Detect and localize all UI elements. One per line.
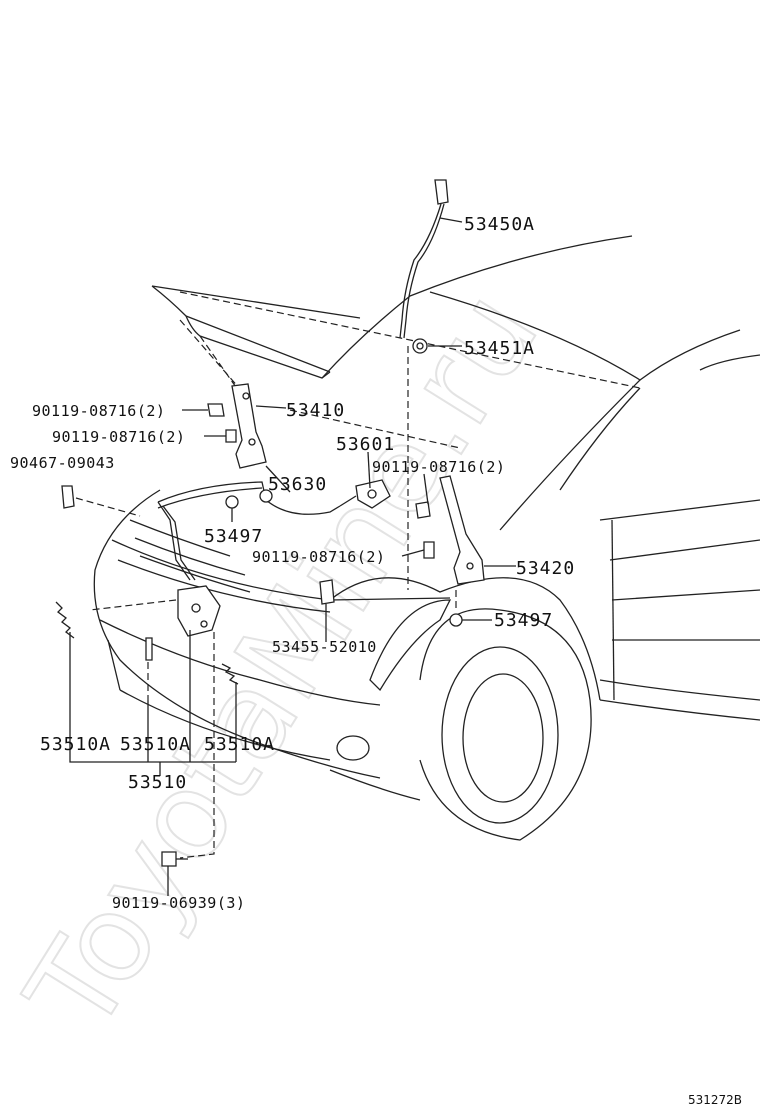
- label-53420: 53420: [516, 558, 575, 579]
- diagram-id: 531272B: [688, 1093, 742, 1107]
- label-90119-08716-a: 90119-08716(2): [32, 402, 165, 420]
- label-53455-52010: 53455-52010: [272, 638, 377, 656]
- label-90119-08716-c: 90119-08716(2): [372, 458, 505, 476]
- lock-mounting-bolt: [161, 851, 188, 867]
- label-90119-06939: 90119-06939(3): [112, 894, 245, 912]
- leader-lines: [69, 217, 516, 896]
- stay-clip: [412, 338, 428, 354]
- callout-labels: 53450A 53451A 53410 90119-08716(2) 90119…: [10, 214, 575, 912]
- retainer-clip: [61, 485, 141, 517]
- label-53451A: 53451A: [464, 338, 535, 359]
- hood-lock-support: [319, 579, 335, 605]
- hood-lock-assembly: [55, 585, 239, 859]
- label-53510A-b: 53510A: [120, 734, 191, 755]
- watermark: ToyotaMine.ru: [1, 268, 565, 1056]
- release-lever: [339, 479, 391, 509]
- grommet-right: [449, 613, 463, 627]
- release-cable: [157, 481, 341, 581]
- label-53497-a: 53497: [204, 526, 263, 547]
- label-53497-b: 53497: [494, 610, 553, 631]
- label-90119-08716-d: 90119-08716(2): [252, 548, 385, 566]
- label-90467-09043: 90467-09043: [10, 454, 115, 472]
- label-53630: 53630: [268, 474, 327, 495]
- label-53410: 53410: [286, 400, 345, 421]
- grommet-left: [225, 495, 239, 509]
- label-53510A-c: 53510A: [204, 734, 275, 755]
- hood-support-rod: [399, 179, 449, 339]
- hood-hinge-left: [207, 383, 267, 469]
- label-53450A: 53450A: [464, 214, 535, 235]
- label-53601: 53601: [336, 434, 395, 455]
- hood-hinge-right: [415, 475, 485, 585]
- label-90119-08716-b: 90119-08716(2): [52, 428, 185, 446]
- label-53510: 53510: [128, 772, 187, 793]
- label-53510A-a: 53510A: [40, 734, 111, 755]
